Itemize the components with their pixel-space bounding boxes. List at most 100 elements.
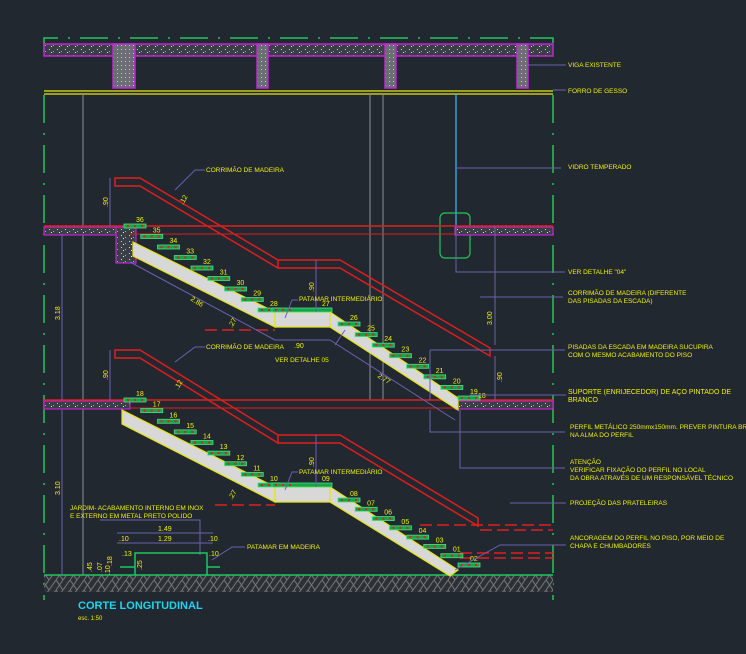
tread-fixing [177, 256, 180, 259]
svg-text:.10: .10 [208, 536, 218, 543]
step-number: 24 [384, 336, 392, 343]
tread-fixing [261, 309, 263, 311]
step-number: 21 [436, 368, 444, 375]
label-perfil-2: NA ALMA DO PERFIL [570, 432, 634, 439]
tread-fixing [143, 409, 146, 412]
tread-fixing [143, 235, 146, 238]
step-number: 22 [419, 357, 427, 364]
step-number: 16 [170, 412, 178, 419]
svg-text:2.86: 2.86 [189, 296, 204, 309]
step-number: 36 [136, 217, 144, 224]
tread-fixing [191, 256, 194, 259]
tread-fixing [409, 365, 412, 368]
floor-slab-lower [43, 399, 554, 410]
tread-fixing [409, 536, 412, 539]
step-number: 10 [270, 476, 278, 483]
step-number: 32 [203, 259, 211, 266]
tread-fixing [389, 344, 392, 347]
svg-text:1.49: 1.49 [158, 526, 172, 533]
svg-text:.10: .10 [209, 551, 219, 558]
tread-fixing [251, 298, 254, 301]
step-number: 28 [270, 301, 278, 308]
step-number: 27 [322, 301, 330, 308]
tread-fixing [358, 333, 361, 336]
floor-slab-upper [43, 225, 554, 264]
tread-fixing [433, 545, 436, 548]
label-ancoragem-2: CHAPA E CHUMBADORES [570, 543, 651, 550]
svg-text:.45: .45 [87, 562, 94, 572]
label-jardim-2: E EXTERNO EM METAL PRETO POLIDO [70, 513, 192, 520]
svg-text:.90: .90 [103, 197, 110, 207]
tread-fixing [201, 267, 203, 269]
svg-text:.27: .27 [228, 489, 239, 501]
label-ver-detalhe-05: VER DETALHE 05 [275, 357, 329, 364]
tread-fixing [375, 344, 378, 347]
tread-fixing [406, 354, 409, 357]
step-number: 05 [401, 519, 409, 526]
drawing-scale: esc. 1:50 [78, 616, 103, 622]
tread-fixing [167, 246, 170, 248]
tread-fixing [141, 225, 143, 227]
step-number: 23 [401, 347, 409, 354]
tread-fixing [191, 430, 194, 433]
tread-fixing [382, 344, 385, 347]
step-number: 03 [436, 537, 444, 544]
step-number: 15 [186, 423, 194, 430]
tread-fixing [251, 473, 254, 476]
garden-planter [120, 552, 220, 575]
label-jardim: JARDIM- ACABAMENTO INTERNO EM INOX [70, 505, 204, 512]
svg-text:.07: .07 [97, 562, 104, 572]
step-number: 07 [367, 500, 375, 507]
tread-fixing [389, 517, 392, 520]
tread-fixing [382, 517, 385, 520]
label-atencao-3: DA OBRA ATRAVÉS DE UM RESPONSÁVEL TÉCNIC… [570, 473, 733, 482]
tread-fixing [241, 462, 244, 465]
tread-fixing [134, 225, 136, 227]
label-vidro-temperado: VIDRO TEMPERADO [568, 164, 631, 171]
label-atencao: ATENÇÃO [570, 457, 601, 466]
tread-fixing [157, 235, 160, 238]
tread-fixing [282, 309, 284, 311]
tread-fixing [416, 365, 419, 368]
tread-fixing [184, 256, 187, 259]
tread-fixing [426, 545, 429, 548]
svg-text:.25: .25 [137, 560, 144, 570]
svg-text:.13: .13 [122, 551, 132, 558]
tread-fixing [375, 517, 378, 520]
tread-fixing [423, 536, 426, 539]
step-number: 31 [220, 270, 228, 277]
tread-fixing [210, 452, 213, 455]
tread-fixing [244, 473, 247, 476]
label-ancoragem: ANCORAGEM DO PERFIL NO PISO, POR MEIO DE [570, 535, 725, 542]
tread-fixing [341, 323, 343, 325]
label-perfil: PERFIL METÁLICO 250mmx150mm. PREVER PINT… [570, 422, 746, 431]
label-ver-detalhe-04: VER DETALHE "04" [568, 269, 627, 276]
label-suporte: SUPORTE (ENRIJECEDOR) DE AÇO PINTADO DE … [568, 389, 732, 404]
step-number: 18 [478, 393, 486, 400]
tread-fixing [194, 267, 196, 269]
tread-fixing [201, 441, 203, 444]
tread-fixing [208, 441, 210, 444]
stair-tread [271, 482, 333, 488]
step-number: 06 [384, 510, 392, 517]
tread-fixing [355, 499, 357, 501]
tread-fixing [258, 473, 261, 476]
svg-text:3.00: 3.00 [487, 311, 494, 325]
step-number: 29 [253, 291, 261, 298]
tread-fixing [227, 288, 230, 290]
tread-fixing [127, 399, 129, 401]
tread-fixing [160, 420, 163, 423]
label-corrimao-1: CORRIMÃO DE MADEIRA [206, 165, 285, 174]
step-number: 14 [203, 434, 211, 441]
tread-fixing [217, 452, 220, 455]
label-patamar-madeira: PATAMAR EM MADEIRA [247, 544, 321, 551]
tread-fixing [426, 375, 429, 378]
tread-fixing [475, 397, 477, 399]
tread-fixing [443, 554, 446, 557]
step-number: 26 [350, 315, 358, 322]
tread-fixing [468, 397, 470, 399]
label-patamar-2: PATAMAR INTERMEDIÁRIO [299, 467, 382, 476]
tread-fixing [461, 564, 463, 566]
step-number: 35 [153, 228, 161, 235]
label-pisadas: PISADAS DA ESCADA EM MADEIRA SUCUPIRA [568, 344, 714, 351]
